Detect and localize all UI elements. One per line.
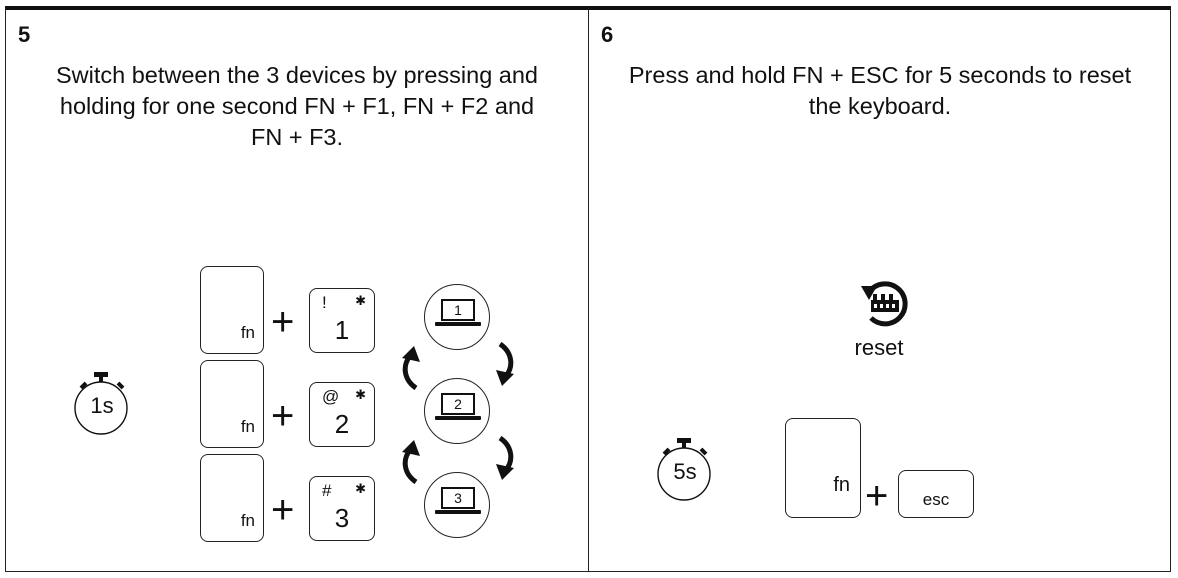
fn-key-label: fn bbox=[240, 417, 255, 436]
fn-key: fn bbox=[200, 360, 264, 448]
key-number: 3 bbox=[334, 503, 350, 533]
stopwatch-icon: 1s bbox=[72, 370, 132, 436]
fn-key-label: fn bbox=[240, 511, 255, 530]
stopwatch-icon: 5s bbox=[655, 436, 715, 502]
f1-key: ! ✱ 1 bbox=[309, 288, 375, 353]
key-symbol: # bbox=[322, 481, 332, 500]
curved-arrow-down-icon bbox=[496, 436, 514, 480]
device-number: 3 bbox=[441, 487, 475, 509]
fn-key-label: fn bbox=[240, 323, 255, 342]
fn-key: fn bbox=[200, 454, 264, 542]
panel-divider bbox=[588, 8, 589, 572]
curved-arrow-down-icon bbox=[496, 342, 514, 386]
bluetooth-icon: ✱ bbox=[355, 481, 366, 496]
step-5-panel: 5 Switch between the 3 devices by pressi… bbox=[6, 8, 588, 572]
step-description: Switch between the 3 devices by pressing… bbox=[55, 62, 539, 150]
f3-key: # ✱ 3 bbox=[309, 476, 375, 541]
key-number: 1 bbox=[334, 315, 350, 345]
device-number: 1 bbox=[441, 299, 475, 321]
reset-label: reset bbox=[854, 335, 904, 360]
fn-key: fn bbox=[200, 266, 264, 354]
plus-sign: + bbox=[271, 394, 295, 438]
plus-sign: + bbox=[271, 300, 295, 344]
key-symbol: @ bbox=[322, 387, 340, 406]
device-number: 2 bbox=[441, 393, 475, 415]
key-symbol: ! bbox=[322, 293, 327, 312]
plus-sign: + bbox=[271, 488, 295, 532]
laptop-base bbox=[435, 322, 481, 326]
laptop-base bbox=[435, 416, 481, 420]
laptop-device-3-icon: 3 bbox=[424, 472, 490, 538]
factory-reset-icon bbox=[861, 281, 908, 327]
step-description: Press and hold FN + ESC for 5 seconds to… bbox=[628, 62, 1132, 119]
curved-arrow-up-icon bbox=[402, 346, 420, 390]
fn-key: fn bbox=[785, 418, 861, 518]
bluetooth-icon: ✱ bbox=[355, 293, 366, 308]
esc-key: esc bbox=[898, 470, 974, 518]
bluetooth-icon: ✱ bbox=[355, 387, 366, 402]
step-6-panel: 6 Press and hold FN + ESC for 5 seconds … bbox=[589, 8, 1171, 572]
f2-key: @ ✱ 2 bbox=[309, 382, 375, 447]
plus-sign: + bbox=[865, 474, 889, 518]
laptop-base bbox=[435, 510, 481, 514]
fn-key-label: fn bbox=[833, 474, 850, 496]
laptop-device-2-icon: 2 bbox=[424, 378, 490, 444]
laptop-device-1-icon: 1 bbox=[424, 284, 490, 350]
curved-arrow-up-icon bbox=[402, 440, 420, 484]
step-number: 6 bbox=[601, 22, 614, 47]
step-number: 5 bbox=[18, 22, 31, 47]
timer-label: 5s bbox=[673, 459, 697, 484]
esc-key-label: esc bbox=[922, 490, 950, 509]
key-number: 2 bbox=[334, 409, 350, 439]
timer-label: 1s bbox=[90, 393, 114, 418]
